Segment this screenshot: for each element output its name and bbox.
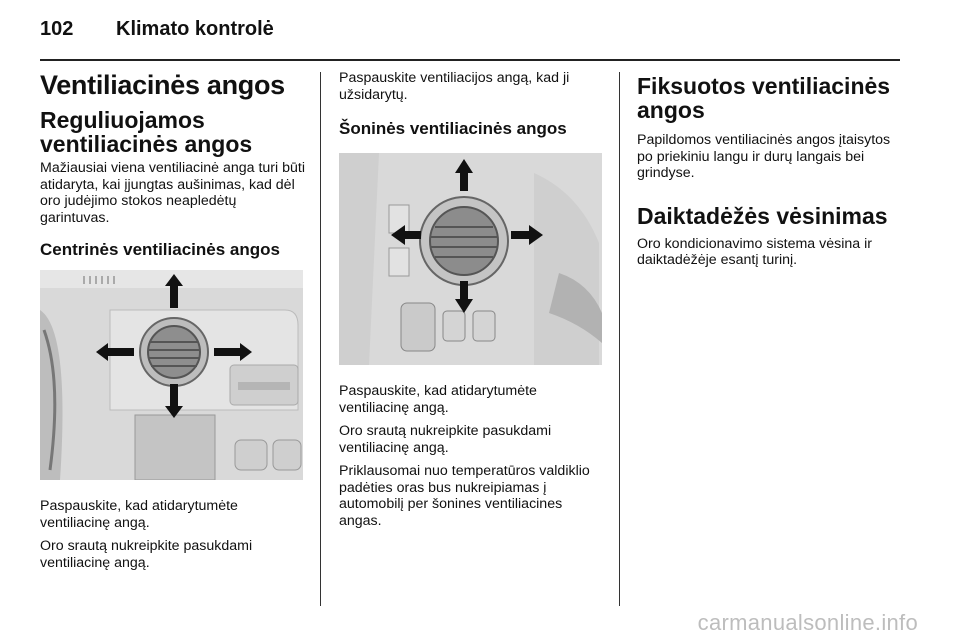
page-number: 102 bbox=[40, 18, 74, 40]
center-direct-text: Oro srautą nukreipkite pasukdami ventili… bbox=[40, 538, 253, 571]
column-divider-2 bbox=[619, 72, 620, 606]
header-divider bbox=[40, 59, 900, 61]
section-title: Klimato kontrolė bbox=[116, 18, 274, 40]
column-divider-1 bbox=[320, 72, 321, 606]
intro-paragraph: Mažiausiai viena ventiliacinė anga turi … bbox=[40, 160, 305, 226]
column-3: Fiksuotos ventiliacinės angos Papildomos… bbox=[637, 70, 905, 276]
side-vent-illustration bbox=[339, 153, 602, 365]
center-vent-illustration bbox=[40, 270, 303, 480]
center-vents-heading: Centrinės ventiliacinės angos bbox=[40, 240, 280, 259]
side-direct-text: Oro srautą nukreipkite pasukdami ventili… bbox=[339, 423, 552, 456]
glovebox-cooling-text: Oro kondicionavimo sistema vėsina ir dai… bbox=[637, 235, 872, 269]
fixed-vents-text: Papildomos ventiliacinės angos įtaisytos… bbox=[637, 132, 891, 181]
glovebox-cooling-heading: Daiktadėžės vėsinimas bbox=[637, 202, 888, 229]
side-temperature-text: Priklausomai nuo temperatūros valdiklio … bbox=[339, 463, 590, 529]
chapter-title: Ventiliacinės angos bbox=[40, 70, 285, 100]
column-2: Paspauskite ventiliacijos angą, kad ji u… bbox=[339, 70, 607, 536]
subsection-title: Reguliuojamos ventiliacinės angos bbox=[40, 107, 253, 157]
side-vents-heading: Šoninės ventiliacinės angos bbox=[339, 119, 567, 138]
side-open-text: Paspauskite, kad atidarytumėte ventiliac… bbox=[339, 383, 537, 416]
fixed-vents-heading: Fiksuotos ventiliacinės angos bbox=[637, 73, 891, 123]
close-vent-text: Paspauskite ventiliacijos angą, kad ji u… bbox=[339, 70, 570, 103]
column-1: Ventiliacinės angos Reguliuojamos ventil… bbox=[40, 70, 305, 578]
center-open-text: Paspauskite, kad atidarytumėte ventiliac… bbox=[40, 498, 238, 531]
watermark: carmanualsonline.info bbox=[697, 610, 918, 635]
